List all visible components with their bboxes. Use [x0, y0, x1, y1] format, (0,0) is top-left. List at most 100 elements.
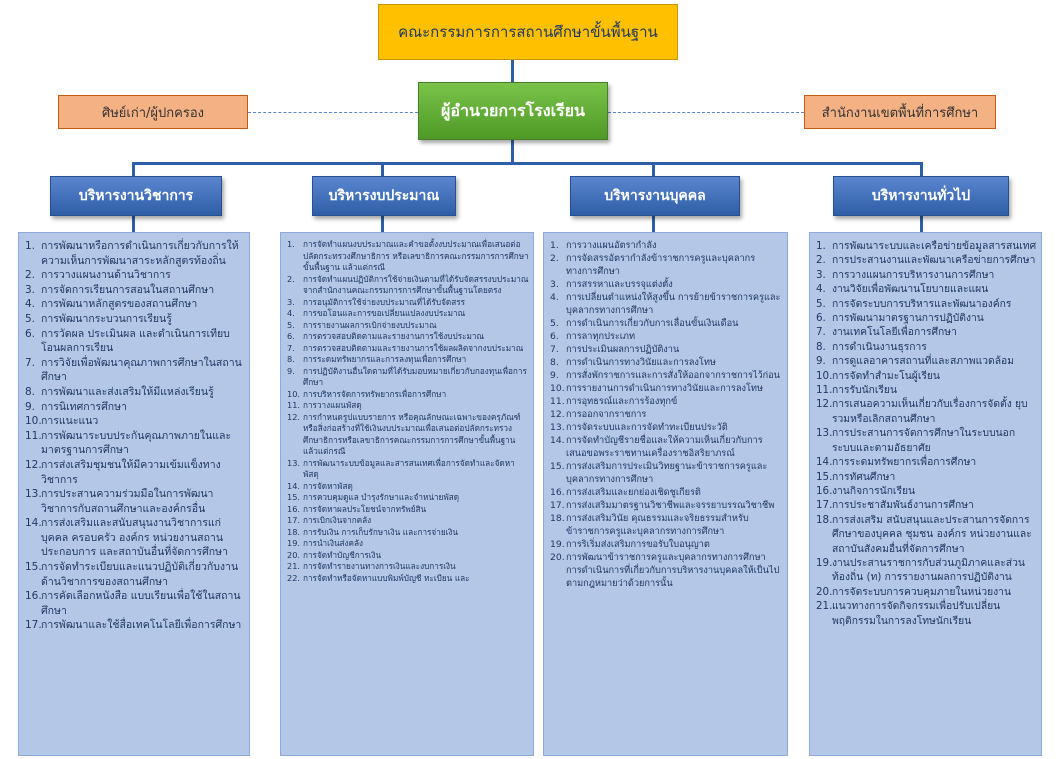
list-item-text: การทัศนศึกษา	[832, 470, 896, 483]
list-item-text: การดูแลอาคารสถานที่และสภาพแวดล้อม	[832, 355, 1014, 368]
connector-list-4	[920, 216, 923, 232]
list-item: 16.การคัดเลือกหนังสือ แบบเรียนเพื่อใช้ใน…	[25, 589, 245, 618]
list-item-number: 18.	[550, 513, 565, 524]
list-item-text: การจัดทำระเบียบและแนวปฏิบัติเกี่ยวกับงาน…	[41, 561, 239, 588]
list-item-text: การควบคุมดูแล บำรุงรักษาและจำหน่ายพัสดุ	[303, 492, 460, 502]
list-item: 1. การพัฒนาระบบและเครือข่ายข้อมูลสารสนเทศ	[816, 239, 1037, 253]
list-item-text: การบริหารจัดการทรัพยากรเพื่อการศึกษา	[303, 388, 447, 399]
list-item-text: การเสนอความเห็นเกี่ยวกับเรื่องการจัดตั้ง…	[832, 398, 1028, 425]
list-item: 15.การทัศนศึกษา	[816, 470, 1037, 484]
list-item: 15.การส่งเสริมการประเมินวิทยฐานะข้าราชกา…	[550, 460, 783, 486]
list-item-number: 9.	[816, 355, 826, 368]
list-item: 16.งานกิจการนักเรียน	[816, 484, 1037, 498]
list-item-number: 15.	[287, 492, 301, 502]
director-box: ผู้อำนวยการโรงเรียน	[418, 82, 608, 140]
list-item-text: การเบิกเงินจากคลัง	[303, 515, 372, 525]
list-item: 18.การรับเงิน การเก็บรักษาเงิน และการจ่า…	[287, 527, 529, 539]
list-item-text: การส่งเสริม สนับสนุนและประสานการจัดการศึ…	[832, 513, 1032, 555]
list-item: 8. การพัฒนาและส่งเสริมให้มีแหล่งเรียนรู้	[25, 385, 245, 400]
list-item: 20.การจัดทำบัญชีการเงิน	[287, 550, 529, 562]
list-item-number: 17.	[287, 515, 301, 525]
list-item-text: การพัฒนากระบวนการเรียนรู้	[41, 312, 172, 325]
list-item: 2.การจัดสรรอัตรากำลังข้าราชการครูและบุคล…	[550, 252, 783, 278]
list-item-number: 7.	[550, 344, 559, 355]
list-item-number: 14.	[550, 435, 565, 446]
connector-dept-3	[652, 162, 655, 176]
list-item-number: 21.	[816, 600, 833, 613]
list-item-text: การพัฒนาระบบและเครือข่ายข้อมูลสารสนเทศ	[832, 240, 1037, 252]
list-item-number: 6.	[550, 331, 559, 342]
list-item-number: 7.	[25, 356, 36, 369]
list-item-text: การลาทุกประเภท	[566, 331, 636, 342]
list-item-text: การพัฒนาและส่งเสริมให้มีแหล่งเรียนรู้	[41, 385, 214, 398]
list-item-number: 9.	[25, 400, 36, 413]
connector-dept-2	[381, 162, 384, 176]
connector-list-3	[652, 216, 655, 232]
list-item-number: 10.	[25, 415, 42, 428]
list-item-text: การประสานความร่วมมือในการพัฒนาวิชาการกับ…	[41, 488, 214, 515]
list-item-number: 6.	[816, 312, 826, 325]
list-item-number: 15.	[816, 470, 833, 483]
dept-academic-list: 1.การพัฒนาหรือการดำเนินการเกี่ยวกับการให…	[18, 232, 250, 756]
list-item-number: 7.	[287, 342, 295, 353]
list-item: 4.การขอโอนและการขอเปลี่ยนแปลงงบประมาณ	[287, 308, 529, 320]
list-item-text: การพัฒนาระบบประกันคุณภาพภายในและมาตรฐานก…	[41, 429, 232, 457]
list-item: 19.การริเริ่มส่งเสริมการขอรับใบอนุญาต	[550, 538, 783, 551]
list-item-number: 4.	[25, 298, 36, 311]
list-item-number: 3.	[287, 296, 295, 307]
list-item: 3.การวางแผนการบริหารงานการศึกษา	[816, 268, 1037, 282]
list-item-text: การปฏิบัติงานอื่นใดตามที่ได้รับมอบหมายเก…	[303, 365, 527, 388]
list-item-number: 1.	[287, 239, 295, 249]
list-item-number: 10.	[550, 383, 565, 394]
list-item-number: 20.	[550, 552, 565, 563]
list-item-number: 1.	[550, 240, 559, 251]
list-item-text: การวางแผนพัสดุ	[303, 400, 362, 410]
list-item-text: การดำเนินการทางวินัยและการลงโทษ	[566, 357, 716, 368]
list-item: 4. การพัฒนาหลักสูตรของสถานศึกษา	[25, 297, 245, 312]
list-item: 3. การอนุมัติการใช้จ่ายงบประมาณที่ได้รับจ…	[287, 297, 529, 309]
list-item-text: การพัฒนาหรือการดำเนินการเกี่ยวกับการให้ค…	[41, 240, 239, 267]
list-item: 16.การจัดหาผลประโยชน์จากทรัพย์สิน	[287, 504, 529, 516]
list-item-number: 5.	[550, 318, 559, 329]
list-item-number: 11.	[816, 384, 833, 397]
list-item: 14.การส่งเสริมและสนับสนุนงานวิชาการแก่บุ…	[25, 516, 245, 560]
list-item-text: การพัฒนาหลักสูตรของสถานศึกษา	[41, 298, 198, 311]
list-item-text: การอนุมัติการใช้จ่ายงบประมาณที่ได้รับจัด…	[303, 296, 465, 307]
list-item-text: การส่งเสริมมาตรฐานวิชาชีพและจรรยาบรรณวิช…	[566, 500, 775, 511]
list-item: 18.การส่งเสริมวินัย คุณธรรมและจริยธรรมสำ…	[550, 512, 783, 538]
list-item-number: 13.	[25, 488, 42, 501]
list-item-number: 2.	[816, 254, 826, 267]
list-item: 5.การดำเนินการเกี่ยวกับการเลื่อนขั้นเงิน…	[550, 317, 783, 330]
list-item-number: 8.	[25, 385, 36, 398]
list-item: 2.การวางแผนงานด้านวิชาการ	[25, 268, 245, 283]
list-item: 20.การพัฒนาข้าราชการครูและบุคลากรทางการศ…	[550, 551, 783, 590]
list-item: 7.การประเมินผลการปฏิบัติงาน	[550, 343, 783, 356]
list-item: 13.การจัดระบบและการจัดทำทะเบียนประวัติ	[550, 421, 783, 434]
list-item-text: การระดมทรัพยากรและการลงทุนเพื่อการศึกษา	[303, 354, 467, 364]
list-item-text: การรายงานผลการเบิกจ่ายงบประมาณ	[303, 319, 437, 330]
list-item-number: 15.	[25, 561, 42, 574]
list-item-text: การวัดผล ประเมินผล และดำเนินการเทียบโอนผ…	[41, 327, 230, 355]
list-item-text: การนิเทศการศึกษา	[41, 400, 127, 413]
list-item-text: การจัดทำแผนปฏิบัติการใช้จ่ายเงินตามที่ได…	[303, 273, 529, 296]
list-item-text: การอุทธรณ์และการร้องทุกข์	[566, 396, 678, 407]
list-item-number: 20.	[816, 585, 833, 598]
list-item-number: 1.	[816, 240, 826, 252]
list-item: 12.การเสนอความเห็นเกี่ยวกับเรื่องการจัดต…	[816, 397, 1037, 426]
list-item-text: การประสานการจัดการศึกษาในระบบนอกระบบและต…	[832, 427, 1016, 454]
list-item: 6.การตรวจสอบติดตามและรายงานการใช้งบประมา…	[287, 331, 529, 343]
list-item: 1.การพัฒนาหรือการดำเนินการเกี่ยวกับการให…	[25, 239, 245, 268]
list-item: 17.การส่งเสริมมาตรฐานวิชาชีพและจรรยาบรรณ…	[550, 499, 783, 512]
list-item: 12.การส่งเสริมชุมชนให้มีความเข้มแข็งทางว…	[25, 458, 245, 487]
dept-academic-header: บริหารงานวิชาการ	[50, 176, 222, 216]
list-item: 2.การจัดทำแผนปฏิบัติการใช้จ่ายเงินตามที่…	[287, 274, 529, 297]
board-box: คณะกรรมการการสถานศึกษาขั้นพื้นฐาน	[378, 4, 678, 60]
list-item: 13.การประสานความร่วมมือในการพัฒนาวิชาการ…	[25, 487, 245, 516]
list-item-number: 12.	[287, 411, 301, 422]
list-item-text: งานวิจัยเพื่อพัฒนานโยบายและแผน	[832, 283, 989, 296]
list-item-number: 15.	[550, 461, 565, 472]
list-item-number: 3.	[550, 279, 559, 290]
list-item-text: การกำหนดรูปแบบรายการ หรือคุณลักษณะเฉพาะข…	[303, 411, 521, 457]
list-item-text: การจัดสรรอัตรากำลังข้าราชการครูและบุคลาก…	[566, 253, 756, 277]
list-item: 5.การรายงานผลการเบิกจ่ายงบประมาณ	[287, 320, 529, 332]
